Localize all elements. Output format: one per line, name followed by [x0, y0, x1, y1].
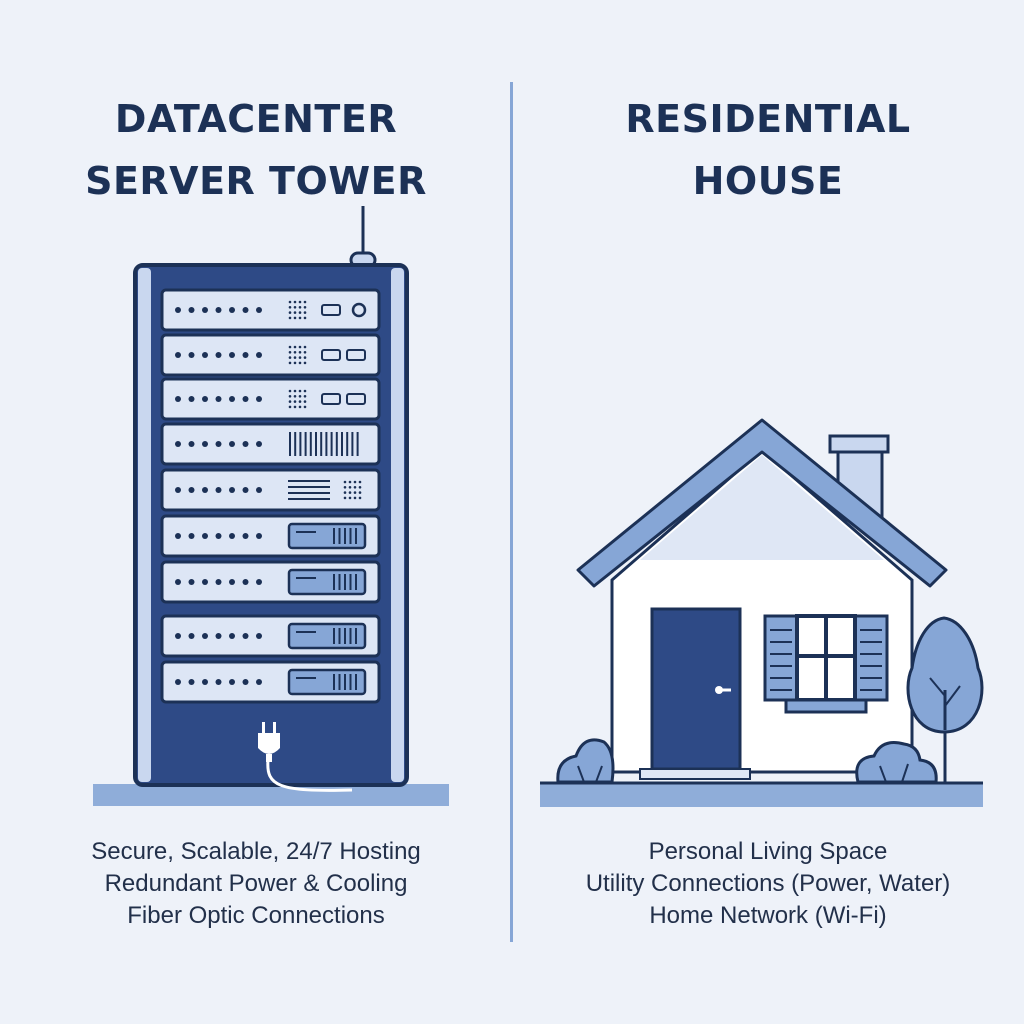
datacenter-title-line1: DATACENTER — [114, 97, 398, 141]
residential-caption-2: Utility Connections (Power, Water) — [585, 870, 951, 897]
datacenter-ground — [93, 784, 449, 806]
datacenter-caption-2: Redundant Power & Cooling — [104, 870, 408, 897]
server-unit — [160, 333, 381, 377]
datacenter-captions: Secure, Scalable, 24/7 Hosting Redundant… — [0, 836, 512, 932]
server-unit — [160, 468, 381, 512]
door-icon — [639, 607, 751, 780]
house-ground — [540, 783, 983, 807]
residential-caption-1: Personal Living Space — [648, 838, 888, 865]
bush-icon — [556, 738, 615, 784]
server-unit — [160, 660, 381, 704]
bush-icon — [855, 741, 938, 784]
residential-captions: Personal Living Space Utility Connection… — [512, 836, 1024, 932]
residential-title-line2: HOUSE — [692, 159, 844, 203]
server-unit — [160, 422, 381, 466]
residential-title: RESIDENTIAL HOUSE — [512, 88, 1024, 212]
datacenter-title-line2: SERVER TOWER — [85, 159, 427, 203]
residential-panel: RESIDENTIAL HOUSE — [512, 0, 1024, 1024]
window-icon — [763, 614, 889, 714]
residential-caption-3: Home Network (Wi-Fi) — [649, 902, 887, 929]
house-icon — [540, 418, 984, 807]
datacenter-caption-3: Fiber Optic Connections — [127, 902, 385, 929]
residential-title-line1: RESIDENTIAL — [625, 97, 911, 141]
power-plug-icon — [258, 722, 353, 792]
antenna-icon — [349, 206, 377, 269]
datacenter-title: DATACENTER SERVER TOWER — [0, 88, 512, 212]
tree-icon — [906, 616, 984, 782]
house-roof — [576, 418, 948, 588]
server-unit — [160, 288, 381, 332]
server-rack-icon — [93, 206, 449, 806]
rack-units — [160, 288, 381, 704]
center-divider — [510, 82, 513, 942]
datacenter-caption-1: Secure, Scalable, 24/7 Hosting — [91, 838, 421, 865]
server-unit — [160, 560, 381, 604]
server-unit — [160, 377, 381, 421]
datacenter-panel: DATACENTER SERVER TOWER Secure, Scalable… — [0, 88, 512, 932]
server-unit — [160, 514, 381, 558]
server-unit — [160, 614, 381, 658]
